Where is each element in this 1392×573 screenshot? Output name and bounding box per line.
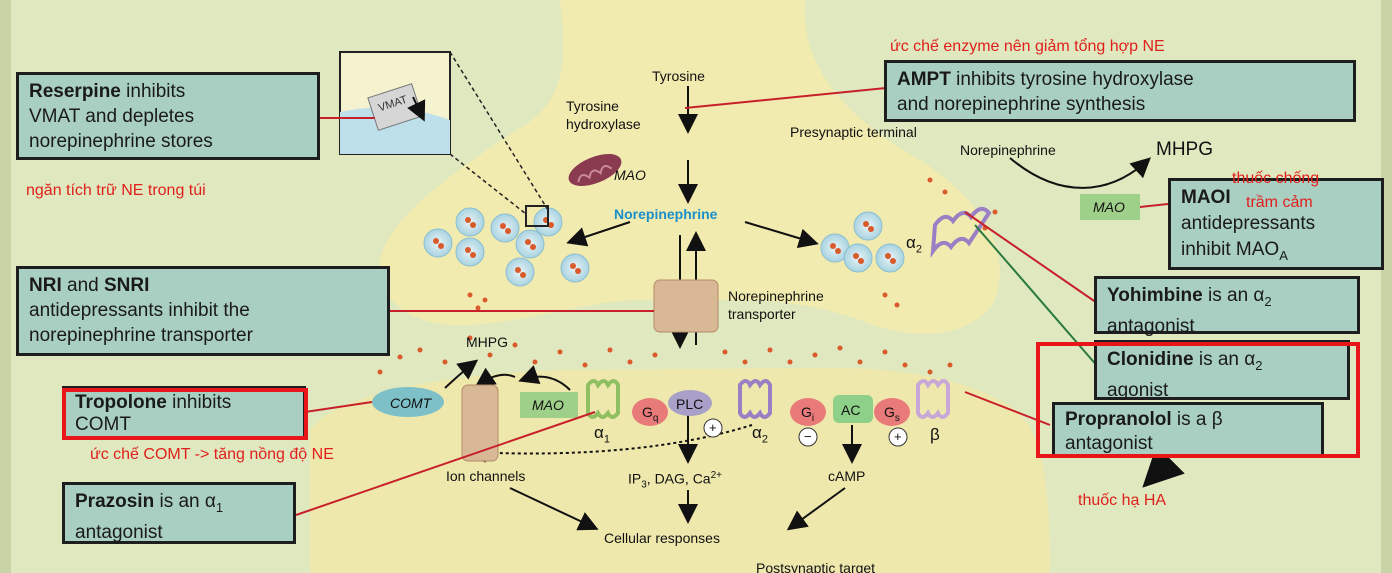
gi-protein bbox=[790, 398, 826, 426]
prazosin-box: Prazosin is an α1 antagonist bbox=[62, 482, 296, 544]
ampt-box: AMPT inhibits tyrosine hydroxylase and n… bbox=[884, 60, 1356, 122]
ac-enzyme bbox=[833, 395, 873, 423]
mhpg-top-label: MHPG bbox=[1156, 139, 1213, 160]
beta-label: β bbox=[930, 425, 940, 444]
gq-protein bbox=[632, 398, 668, 426]
gq-label: Gq bbox=[642, 404, 659, 424]
alpha2-post-receptor-icon bbox=[738, 379, 772, 419]
mao-mito-label: MAO bbox=[614, 167, 646, 183]
mao-post-label: MAO bbox=[532, 397, 564, 413]
mao-top-label: MAO bbox=[1093, 199, 1125, 215]
tyrosine-label: Tyrosine bbox=[652, 68, 705, 84]
propranolol-annotation: thuốc hạ HA bbox=[1078, 492, 1167, 509]
alpha1-receptor-icon bbox=[586, 379, 620, 419]
alpha2-pre-receptor-icon bbox=[930, 206, 992, 258]
maoi-box: MAOI antidepressants inhibit MAOA bbox=[1168, 178, 1384, 270]
ne-transporter-label-2: transporter bbox=[728, 306, 796, 322]
clonidine-propranolol-highlight bbox=[1036, 342, 1360, 458]
ion-channel-icon bbox=[461, 384, 499, 462]
plus-sign-1: + bbox=[709, 420, 717, 435]
norepinephrine-label: Norepinephrine bbox=[614, 206, 718, 222]
ne-transporter-icon bbox=[653, 279, 719, 333]
reserpine-box: Reserpine inhibits VMAT and depletes nor… bbox=[16, 72, 320, 160]
postsynaptic-target-label: Postsynaptic target bbox=[756, 560, 876, 573]
tropolone-annotation: ức chế COMT -> tăng nồng độ NE bbox=[90, 446, 334, 463]
comt-label: COMT bbox=[390, 395, 432, 411]
ampt-annotation: ức chế enzyme nên giảm tổng hợp NE bbox=[890, 38, 1165, 55]
ip3-dag-ca-label: IP3, DAG, Ca2+ bbox=[628, 470, 722, 491]
plc-enzyme bbox=[668, 390, 712, 416]
ne-transporter-label-1: Norepinephrine bbox=[728, 288, 824, 304]
alpha2-pre-label: α2 bbox=[906, 233, 922, 256]
vmat-inset bbox=[339, 51, 549, 227]
tyrosine-hydroxylase-label-1: Tyrosine bbox=[566, 98, 619, 114]
yohimbine-box: Yohimbine is an α2 antagonist bbox=[1094, 276, 1360, 337]
tropolone-box: Tropolone inhibits COMT bbox=[62, 386, 306, 440]
alpha1-label: α1 bbox=[594, 423, 610, 446]
maoi-annotation-line1: thuốc chống bbox=[1232, 170, 1320, 187]
presynaptic-terminal-label: Presynaptic terminal bbox=[790, 124, 917, 140]
camp-label: cAMP bbox=[828, 468, 866, 484]
gi-label: Gi bbox=[801, 404, 815, 424]
gs-label: Gs bbox=[884, 404, 900, 424]
reserpine-annotation: ngăn tích trữ NE trong túi bbox=[26, 182, 206, 199]
nri-snri-box: NRI and SNRI antidepressants inhibit the… bbox=[16, 266, 390, 356]
minus-sign: − bbox=[804, 429, 812, 444]
tropolone-highlight bbox=[62, 388, 308, 440]
alpha2-post-label: α2 bbox=[752, 423, 768, 446]
ion-channels-label: Ion channels bbox=[446, 468, 526, 484]
tyrosine-hydroxylase-label-2: hydroxylase bbox=[566, 116, 641, 132]
mhpg-mid-label: MHPG bbox=[466, 334, 508, 350]
ac-label: AC bbox=[841, 402, 861, 418]
mao-post-box bbox=[520, 392, 578, 418]
clonidine-box: Clonidine is an α2 agonist bbox=[1094, 340, 1350, 401]
beta-receptor-icon bbox=[916, 379, 950, 419]
gs-protein bbox=[874, 398, 910, 426]
comt-enzyme bbox=[372, 387, 444, 417]
plus-sign-2: + bbox=[894, 429, 902, 444]
cellular-responses-label: Cellular responses bbox=[604, 530, 720, 546]
norepinephrine-top-label: Norepinephrine bbox=[960, 142, 1056, 158]
maoi-annotation-line2: trầm cảm bbox=[1246, 194, 1313, 211]
mao-top-box bbox=[1080, 194, 1140, 220]
plc-label: PLC bbox=[676, 396, 704, 412]
propranolol-box: Propranolol is a β antagonist bbox=[1052, 402, 1324, 458]
